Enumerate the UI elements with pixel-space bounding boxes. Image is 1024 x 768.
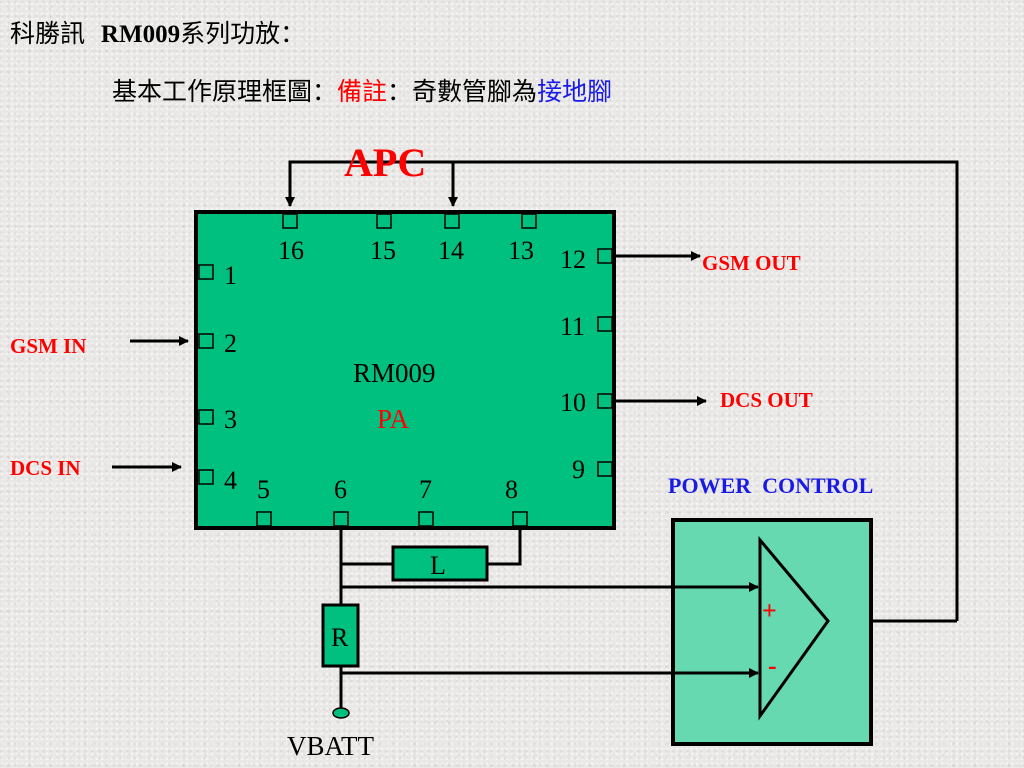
pin13-square bbox=[521, 213, 537, 229]
pin-label-3: 3 bbox=[224, 405, 237, 434]
gsm-out-label: GSM OUT bbox=[702, 251, 801, 275]
note-highlight: 接地腳 bbox=[537, 77, 613, 106]
resistor-R bbox=[321, 603, 360, 668]
bottom-wiring bbox=[339, 526, 759, 708]
subtitle-prefix: 基本工作原理框圖： bbox=[112, 77, 338, 106]
output-arrows bbox=[614, 251, 707, 406]
dcs-out-label: DCS OUT bbox=[720, 388, 813, 412]
pin-label-8: 8 bbox=[505, 475, 518, 504]
pin-label-7: 7 bbox=[419, 475, 432, 504]
inductor-label: L bbox=[430, 551, 446, 580]
input-arrows bbox=[112, 336, 189, 472]
pin-label-2: 2 bbox=[224, 329, 237, 358]
pin6-square bbox=[333, 511, 349, 527]
resistor-label: R bbox=[331, 623, 349, 652]
pin14-square bbox=[444, 213, 460, 229]
pin-label-11: 11 bbox=[560, 312, 585, 341]
apc-label: APC bbox=[344, 140, 426, 185]
pin11-square bbox=[597, 316, 613, 332]
minus-sign: - bbox=[768, 651, 777, 680]
pin8-square bbox=[512, 511, 528, 527]
pin-squares bbox=[198, 213, 613, 527]
series-suffix-text: 系列功放： bbox=[180, 19, 306, 48]
pin-label-4: 4 bbox=[224, 466, 237, 495]
model-text: RM009 bbox=[100, 21, 181, 48]
pin15-square bbox=[376, 213, 392, 229]
pin12-square bbox=[597, 248, 613, 264]
chip-type: PA bbox=[377, 404, 410, 434]
title-line: 科勝訊 RM009系列功放： bbox=[10, 14, 305, 50]
note-text: 奇數管腳為 bbox=[412, 77, 538, 106]
pin9-square bbox=[597, 461, 613, 477]
pin3-square bbox=[198, 409, 214, 425]
pin-label-15: 15 bbox=[370, 236, 396, 265]
pin-label-1: 1 bbox=[224, 261, 237, 290]
pin-label-14: 14 bbox=[438, 236, 464, 265]
pin1-square bbox=[198, 264, 214, 280]
pin-label-13: 13 bbox=[508, 236, 534, 265]
pin-label-9: 9 bbox=[572, 455, 585, 484]
plus-sign: + bbox=[762, 596, 777, 625]
pin-label-10: 10 bbox=[560, 388, 586, 417]
pin4-square bbox=[198, 469, 214, 485]
pin5-square bbox=[256, 511, 272, 527]
pin-label-16: 16 bbox=[278, 236, 304, 265]
gsm-in-label: GSM IN bbox=[10, 334, 86, 358]
vbatt-label: VBATT bbox=[287, 731, 375, 761]
chip-name: RM009 bbox=[353, 358, 436, 388]
dcs-in-label: DCS IN bbox=[10, 456, 81, 480]
pin16-square bbox=[282, 213, 298, 229]
inductor-L bbox=[391, 545, 489, 582]
pin-label-5: 5 bbox=[257, 475, 270, 504]
pin2-square bbox=[198, 333, 214, 349]
pin-label-6: 6 bbox=[334, 475, 347, 504]
pin10-square bbox=[597, 393, 613, 409]
note-colon: ： bbox=[387, 77, 413, 106]
brand-text: 科勝訊 bbox=[10, 19, 86, 48]
subtitle-line: 基本工作原理框圖：備註：奇數管腳為接地腳 bbox=[112, 72, 612, 108]
pin7-square bbox=[418, 511, 434, 527]
pin-label-12: 12 bbox=[560, 245, 586, 274]
note-label: 備註 bbox=[337, 77, 388, 106]
vbatt-terminal bbox=[332, 707, 350, 719]
op-amp-symbol bbox=[758, 535, 830, 721]
rm009-chip bbox=[194, 210, 616, 530]
power-control-label: POWER CONTROL bbox=[668, 473, 873, 498]
